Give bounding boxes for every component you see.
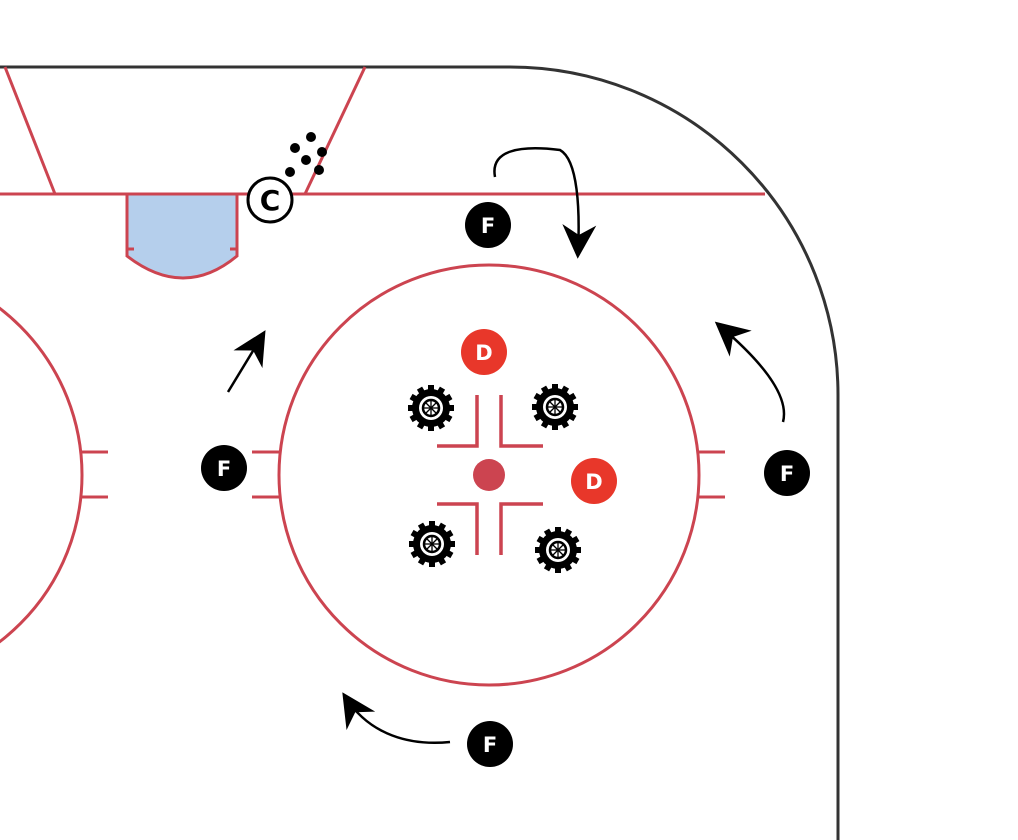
- puck-icon: [290, 143, 300, 153]
- puck-pile: [285, 132, 327, 177]
- skate-path-arrow-icon: [714, 321, 786, 423]
- defense-player[interactable]: D: [461, 329, 507, 375]
- player-label: F: [780, 462, 794, 486]
- faceoff-l-marks: [437, 395, 543, 555]
- trapezoid-right: [303, 66, 367, 195]
- forward-player[interactable]: F: [201, 445, 247, 491]
- left-faceoff-circle: [0, 306, 84, 644]
- rink-boards: [0, 65, 840, 840]
- player-label: F: [483, 733, 497, 757]
- forward-player[interactable]: F: [465, 202, 511, 248]
- player-label: F: [481, 214, 495, 238]
- player-label: F: [217, 457, 231, 481]
- tire-icon: [407, 519, 457, 569]
- coach-marker[interactable]: C: [246, 176, 294, 224]
- tire-icon: [530, 382, 580, 432]
- player-label: D: [585, 470, 602, 494]
- faceoff-dot: [473, 459, 505, 491]
- puck-icon: [285, 167, 295, 177]
- puck-icon: [306, 132, 316, 142]
- trapezoid-left: [3, 66, 57, 195]
- skate-path-arrow-icon: [342, 692, 451, 744]
- forward-player[interactable]: F: [764, 450, 810, 496]
- tire-icon: [406, 383, 456, 433]
- faceoff-circle: [277, 263, 701, 687]
- skate-path-arrow-icon: [226, 330, 266, 393]
- hash-marks: [252, 450, 725, 499]
- skate-path-arrow-icon: [493, 147, 597, 259]
- forward-player[interactable]: F: [467, 721, 513, 767]
- defense-player[interactable]: D: [571, 458, 617, 504]
- puck-icon: [317, 147, 327, 157]
- tire-icon: [533, 525, 583, 575]
- player-label: D: [475, 341, 492, 365]
- puck-icon: [314, 165, 324, 175]
- coach-label: C: [260, 184, 281, 217]
- goal-crease: [125, 192, 239, 280]
- puck-icon: [301, 155, 311, 165]
